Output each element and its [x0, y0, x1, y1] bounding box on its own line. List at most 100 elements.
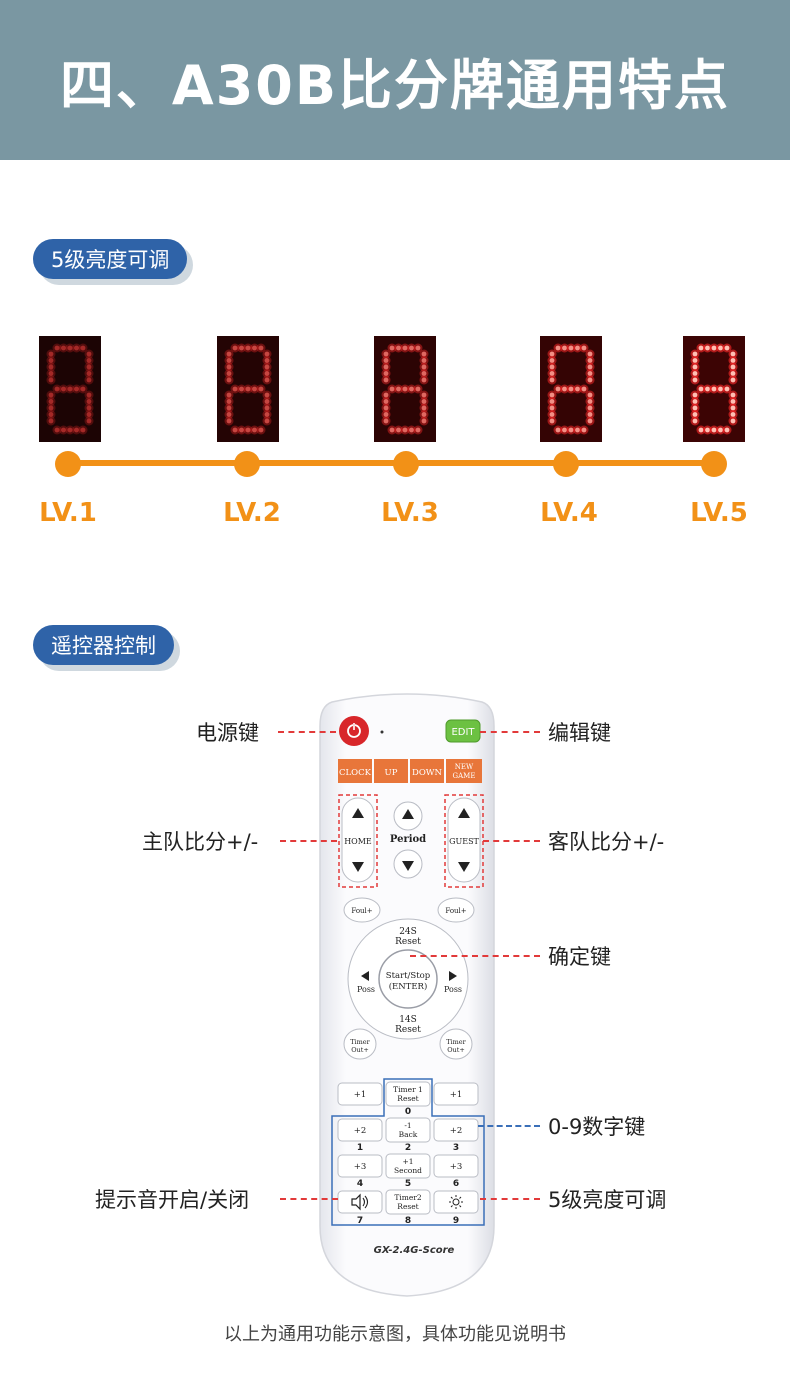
callout-home-score: 主队比分+/-: [142, 830, 259, 854]
down-button[interactable]: DOWN: [410, 759, 444, 783]
timer2-reset-button[interactable]: Timer2 Reset: [385, 1189, 431, 1215]
period-down-button[interactable]: [393, 849, 423, 879]
led-glow: [46, 397, 56, 406]
led-dot: [421, 418, 427, 424]
timer2-label-line2: Reset: [397, 1202, 418, 1211]
led-dot: [415, 427, 421, 433]
back-button[interactable]: -1 Back: [385, 1117, 431, 1143]
led-dot: [245, 427, 251, 433]
led-glow: [59, 425, 68, 435]
home-score-rocker[interactable]: HOME: [341, 797, 375, 883]
guest-foul-button[interactable]: Foul+: [437, 897, 475, 923]
guest-timeout-label-line2: Out+: [447, 1046, 465, 1054]
led-dot: [48, 399, 54, 404]
edit-button[interactable]: EDIT: [445, 719, 481, 743]
period-up-button[interactable]: [393, 801, 423, 831]
led-dot: [396, 427, 401, 433]
led-dot: [549, 377, 555, 383]
led-dot: [692, 358, 698, 363]
led-dot: [587, 399, 593, 404]
indicator-dot: [380, 730, 384, 734]
led-dot: [48, 351, 54, 357]
led-glow: [46, 362, 56, 372]
second-label-line2: Second: [394, 1166, 422, 1175]
led-dot: [226, 405, 232, 411]
digit-label-7: 7: [357, 1216, 363, 1226]
led-dot: [396, 345, 401, 351]
enter-label-line1: Start/Stop: [386, 971, 431, 981]
led-dot: [421, 364, 427, 370]
guest-score-rocker[interactable]: GUEST: [447, 797, 481, 883]
digit-label-6: 6: [453, 1179, 459, 1189]
footnote: 以上为通用功能示意图，具体功能见说明书: [224, 1324, 566, 1345]
home-timeout-button[interactable]: Timer Out+: [343, 1028, 377, 1060]
speaker-icon: [351, 1193, 369, 1211]
callout-line-home: [280, 840, 337, 842]
led-dot: [409, 427, 414, 433]
callout-digits: 0-9数字键: [548, 1115, 646, 1139]
callout-line-enter: [410, 955, 540, 957]
led-glow: [84, 349, 94, 359]
home-plus2-button[interactable]: +2: [337, 1118, 383, 1142]
up-button[interactable]: UP: [374, 759, 408, 783]
up-arrow-icon: [402, 809, 414, 819]
led-dot: [264, 392, 270, 398]
enter-button[interactable]: Start/Stop (ENTER): [378, 949, 438, 1009]
timeline-dot-lv4: [553, 451, 579, 477]
led-dot: [383, 399, 389, 404]
callout-edit: 编辑键: [548, 721, 611, 745]
led-dot: [724, 386, 730, 392]
led-dot: [718, 386, 723, 392]
led-dot: [389, 427, 395, 433]
guest-plus2-button[interactable]: +2: [433, 1118, 479, 1142]
led-glow: [84, 403, 94, 413]
led-dot: [383, 412, 389, 417]
home-plus1-button[interactable]: +1: [337, 1082, 383, 1106]
power-button[interactable]: [339, 716, 369, 746]
down-arrow-icon: [352, 862, 364, 872]
led-dot: [549, 392, 555, 398]
led-dot: [389, 386, 395, 392]
guest-foul-label: Foul+: [445, 907, 466, 915]
clock-button[interactable]: CLOCK: [338, 759, 372, 783]
home-plus3-button[interactable]: +3: [337, 1154, 383, 1178]
digit-label-5: 5: [405, 1179, 411, 1189]
second-button[interactable]: +1 Second: [385, 1153, 431, 1179]
led-digit-lv5: [683, 336, 745, 442]
home-poss-label: Poss: [357, 985, 375, 994]
led-glow: [46, 390, 56, 400]
led-dot: [232, 427, 238, 433]
led-glow: [52, 384, 62, 394]
reset-24s-label-line1: 24S: [399, 927, 417, 937]
guest-timeout-button[interactable]: Timer Out+: [439, 1028, 473, 1060]
led-dot: [587, 364, 593, 370]
led-dot: [692, 351, 698, 357]
led-dot: [264, 412, 270, 417]
sound-toggle-button[interactable]: [337, 1190, 383, 1214]
led-dot: [86, 364, 92, 370]
guest-plus1-button[interactable]: +1: [433, 1082, 479, 1106]
led-dot: [86, 405, 92, 411]
callout-guest-score: 客队比分+/-: [548, 830, 665, 854]
home-highlight-box: [338, 794, 378, 888]
led-dot: [67, 345, 73, 351]
sun-icon: [449, 1195, 463, 1209]
led-digit-lv4: [540, 336, 602, 442]
led-dot: [383, 392, 389, 398]
led-dot: [549, 412, 555, 417]
led-glow: [59, 343, 68, 353]
led-dot: [730, 358, 736, 363]
led-glow: [84, 375, 94, 385]
timer1-reset-button[interactable]: Timer 1 Reset: [385, 1081, 431, 1107]
reset-14s-label-line2: Reset: [395, 1025, 421, 1035]
led-digit-svg: [39, 336, 101, 442]
brightness-timeline: [67, 460, 715, 466]
led-dot: [581, 427, 587, 433]
led-dot: [48, 412, 54, 417]
guest-plus3-button[interactable]: +3: [433, 1154, 479, 1178]
led-glow: [78, 425, 88, 435]
new-game-button[interactable]: NEW GAME: [446, 759, 482, 783]
home-foul-button[interactable]: Foul+: [343, 897, 381, 923]
led-dot: [61, 345, 66, 351]
brightness-button[interactable]: [433, 1190, 479, 1214]
